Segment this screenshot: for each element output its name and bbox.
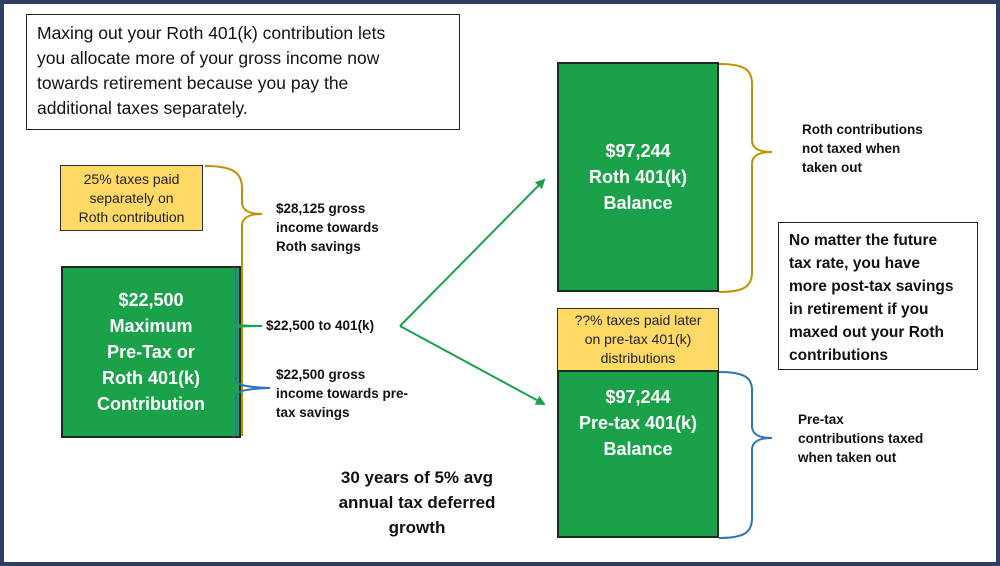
pretax-note: Pre-tax contributions taxed when taken o…	[798, 412, 924, 465]
roth-taxes-box: 25% taxes paid separately on Roth contri…	[60, 165, 203, 231]
pretax-gross-brace	[232, 267, 271, 437]
conclusion-box: No matter the future tax rate, you have …	[778, 222, 978, 370]
pretax-balance-box: $97,244 Pre-tax 401(k) Balance	[557, 370, 719, 538]
intro-text-box: Maxing out your Roth 401(k) contribution…	[26, 14, 460, 130]
to-401k-brace	[228, 268, 263, 436]
roth-balance-box: $97,244 Roth 401(k) Balance	[557, 62, 719, 292]
roth-note-brace	[718, 63, 773, 293]
arrow-to-roth	[399, 178, 546, 327]
arrow-to-pretax	[399, 325, 546, 405]
pretax-taxes-box: ??% taxes paid later on pre-tax 401(k) d…	[557, 308, 719, 370]
growth-label: 30 years of 5% avg annual tax deferred g…	[338, 468, 496, 537]
contribution-box: $22,500 Maximum Pre-Tax or Roth 401(k) C…	[61, 266, 241, 438]
roth-gross-brace	[204, 165, 263, 436]
roth-note: Roth contributions not taxed when taken …	[802, 122, 923, 175]
pretax-note-brace	[718, 371, 773, 539]
roth-gross-label: $28,125 gross income towards Roth saving…	[276, 201, 379, 254]
to-401k-label: $22,500 to 401(k)	[266, 318, 375, 333]
pretax-gross-label: $22,500 gross income towards pre- tax sa…	[276, 367, 409, 420]
